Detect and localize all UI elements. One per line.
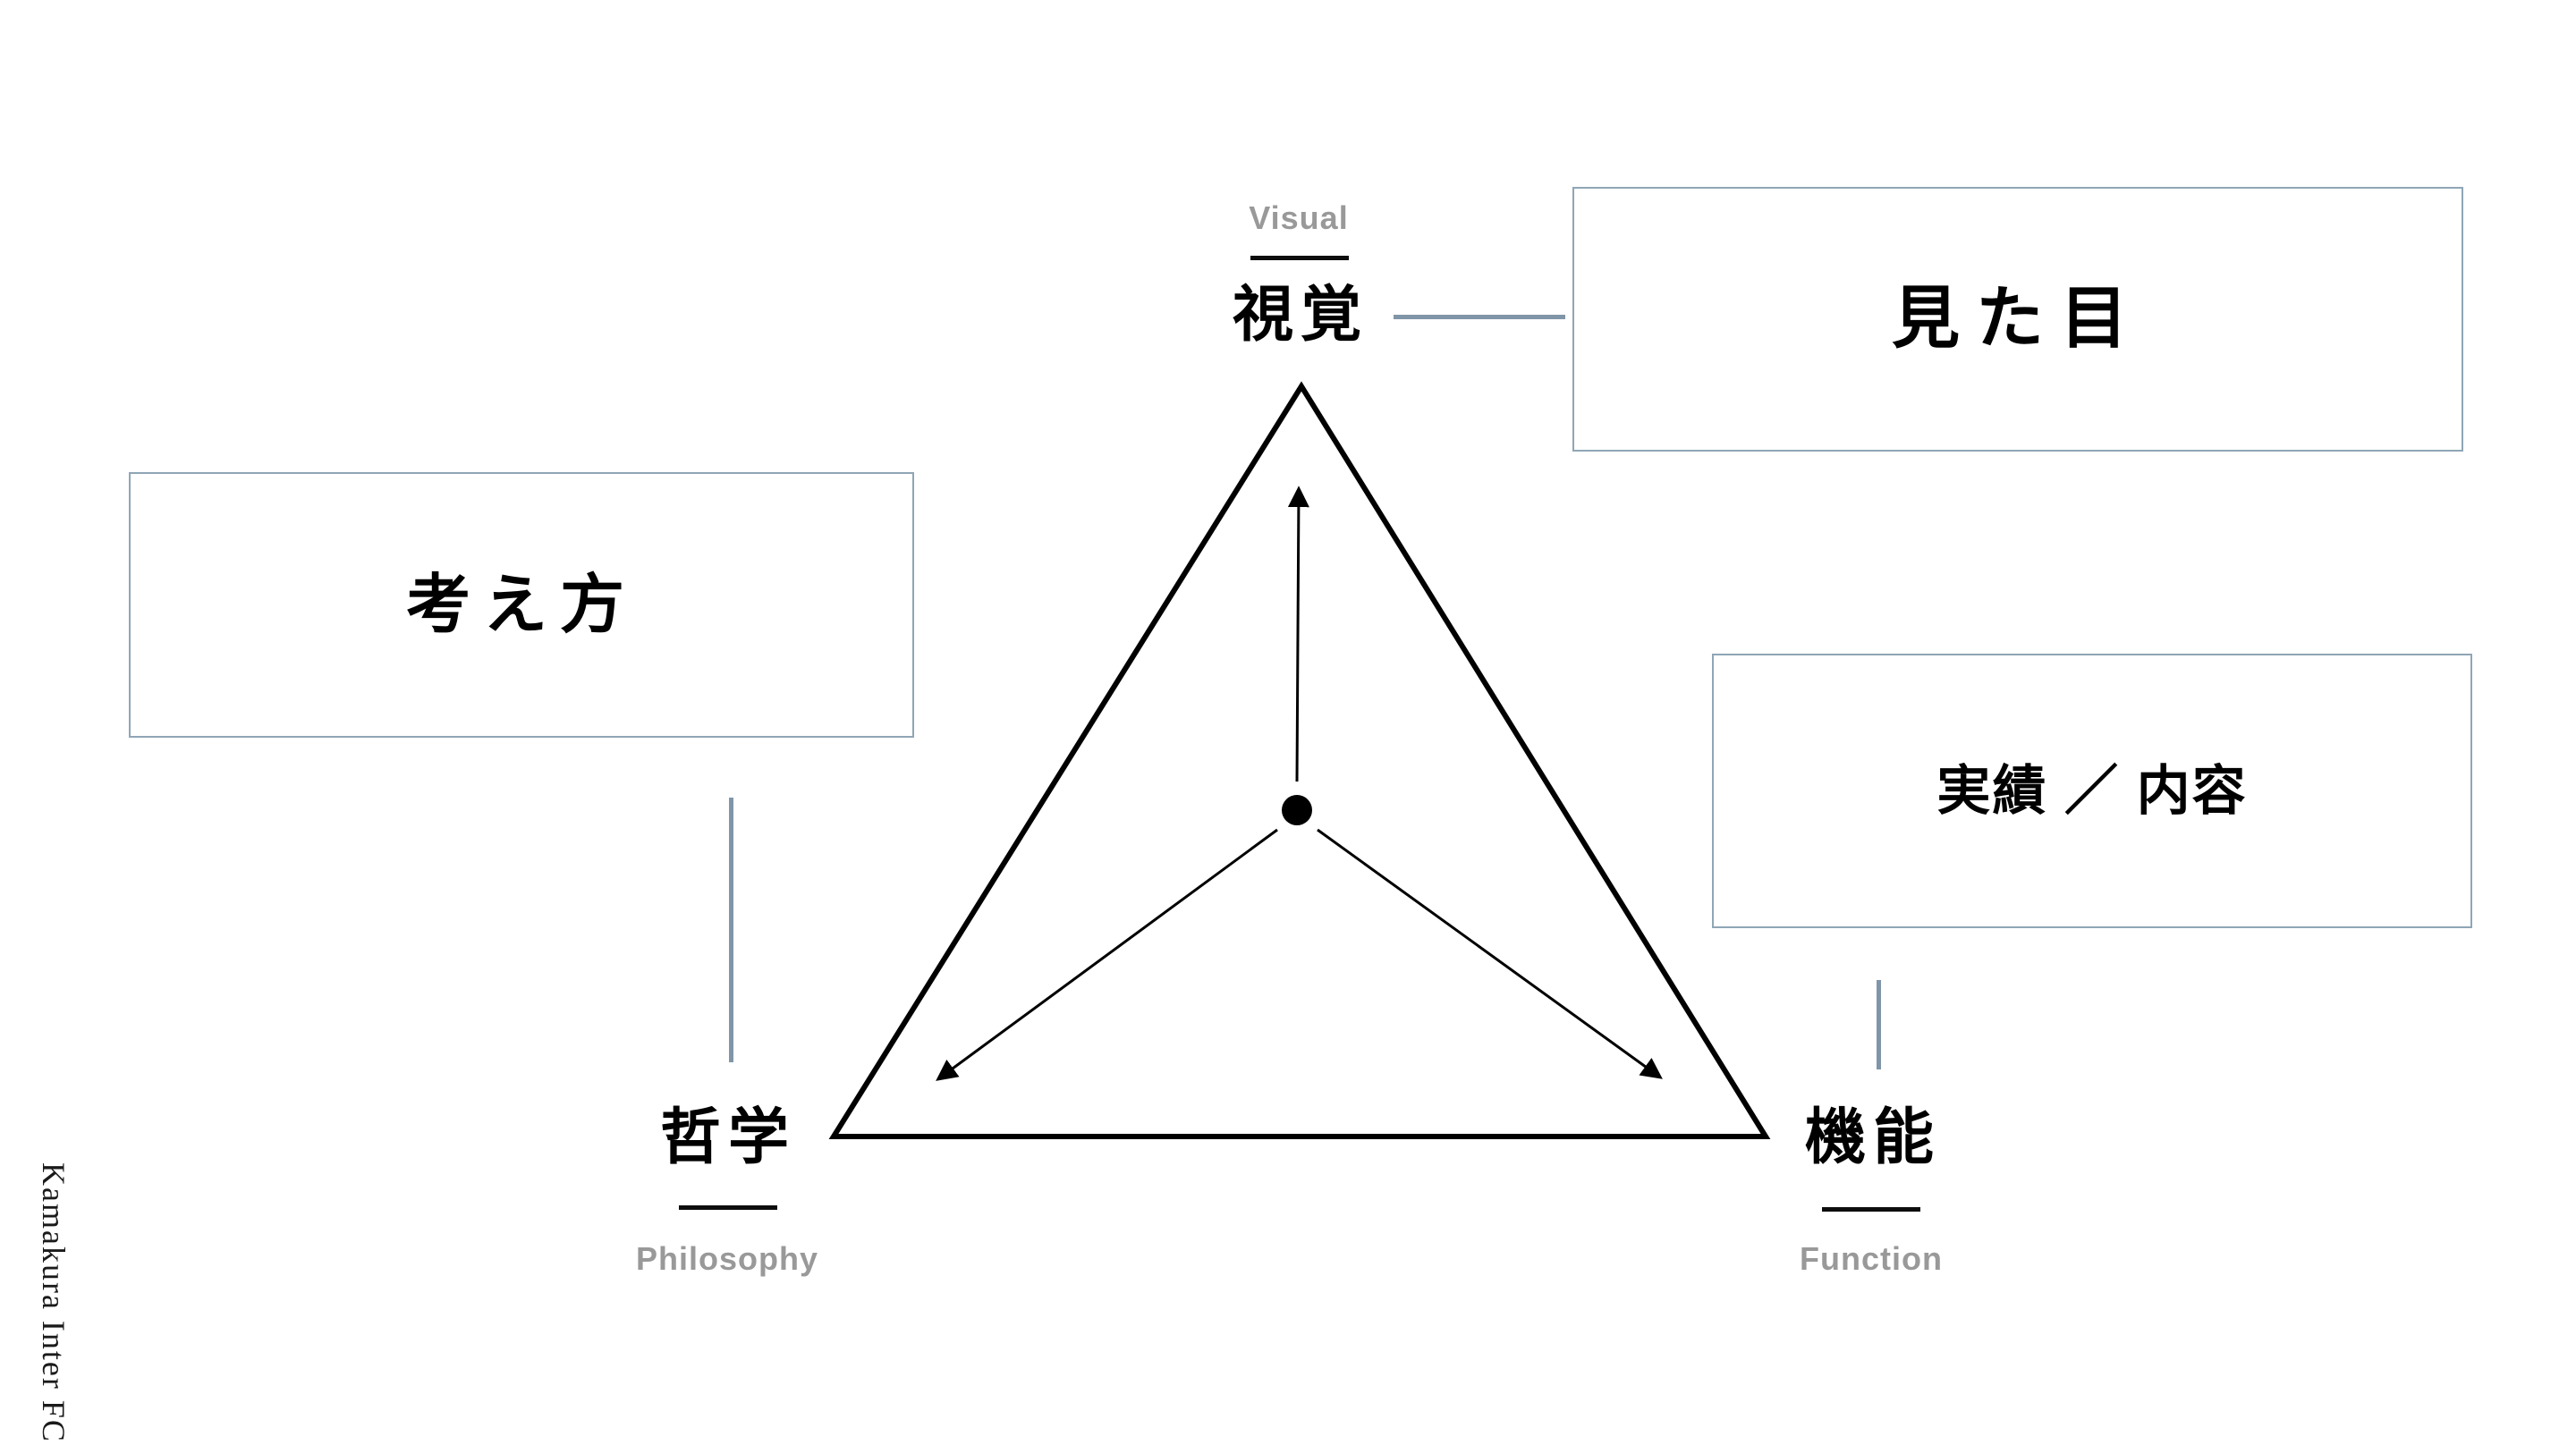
connector-function-vertical	[1877, 980, 1881, 1069]
callout-box-results: 実績 ／ 内容	[1712, 654, 2472, 928]
function-separator-bar	[1822, 1207, 1920, 1212]
philosophy-ja-label: 哲学	[659, 1103, 797, 1171]
callout-thinking-text: 考え方	[405, 569, 637, 641]
triangle-outline	[828, 381, 1771, 1139]
function-en-label: Function	[1800, 1240, 1943, 1277]
connector-philosophy-vertical	[729, 798, 733, 1062]
callout-results-text: 実績 ／ 内容	[1936, 760, 2248, 821]
arrow-bottom-right-icon	[1317, 828, 1663, 1079]
visual-en-label: Visual	[1249, 199, 1349, 236]
callout-box-thinking: 考え方	[129, 472, 914, 738]
arrow-up-icon	[1287, 486, 1309, 782]
callout-box-appearance: 見た目	[1572, 187, 2463, 452]
callout-appearance-text: 見た目	[1892, 281, 2144, 357]
philosophy-separator-bar	[679, 1205, 777, 1210]
watermark-text: Kamakura Inter FC	[36, 1162, 72, 1443]
visual-separator-bar	[1250, 256, 1349, 260]
visual-ja-label: 視覚	[1232, 281, 1369, 349]
center-dot	[1282, 795, 1312, 825]
arrow-bottom-left-icon	[936, 828, 1278, 1081]
function-ja-label: 機能	[1804, 1103, 1942, 1171]
connector-visual-horizontal	[1394, 315, 1565, 319]
philosophy-en-label: Philosophy	[635, 1240, 819, 1277]
